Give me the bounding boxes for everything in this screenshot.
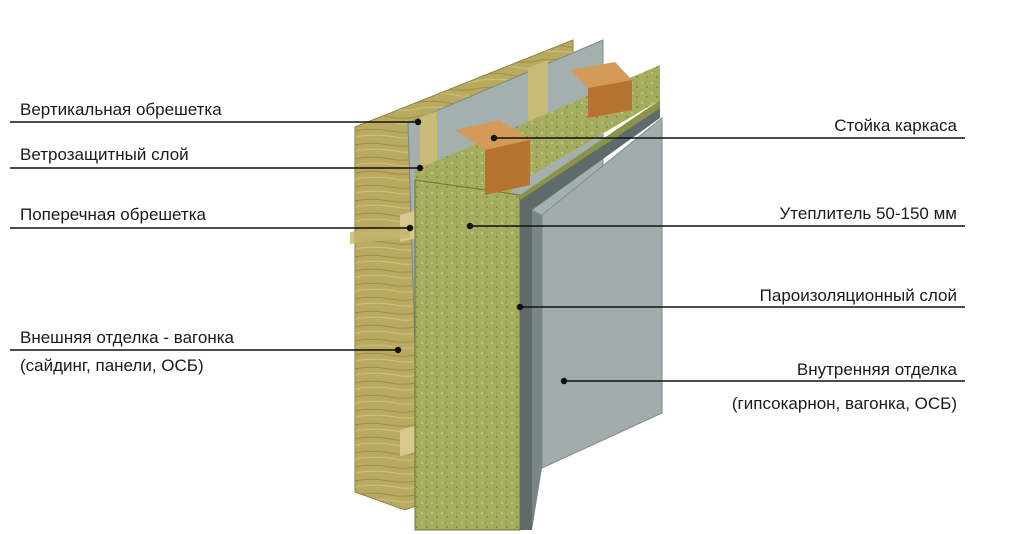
label-frame-stud: Стойка каркаса — [834, 116, 957, 135]
label-cross-batten: Поперечная обрешетка — [20, 205, 206, 224]
label-interior-finish: Внутренняя отделка — [796, 360, 957, 379]
label-exterior-finish: Внешняя отделка - вагонка — [20, 328, 234, 347]
label-vapor-barrier: Пароизоляционный слой — [759, 286, 957, 305]
frame-studs — [455, 62, 632, 195]
label-vertical-batten: Вертикальная обрешетка — [20, 100, 222, 119]
label-interior-finish-note: (гипсокарнон, вагонка, ОСБ) — [731, 394, 957, 413]
label-exterior-finish-note: (сайдинг, панели, ОСБ) — [20, 356, 204, 375]
label-wind-barrier: Ветрозащитный слой — [20, 145, 189, 164]
leader-lines — [10, 118, 965, 385]
label-insulation: Утеплитель 50-150 мм — [779, 204, 958, 223]
